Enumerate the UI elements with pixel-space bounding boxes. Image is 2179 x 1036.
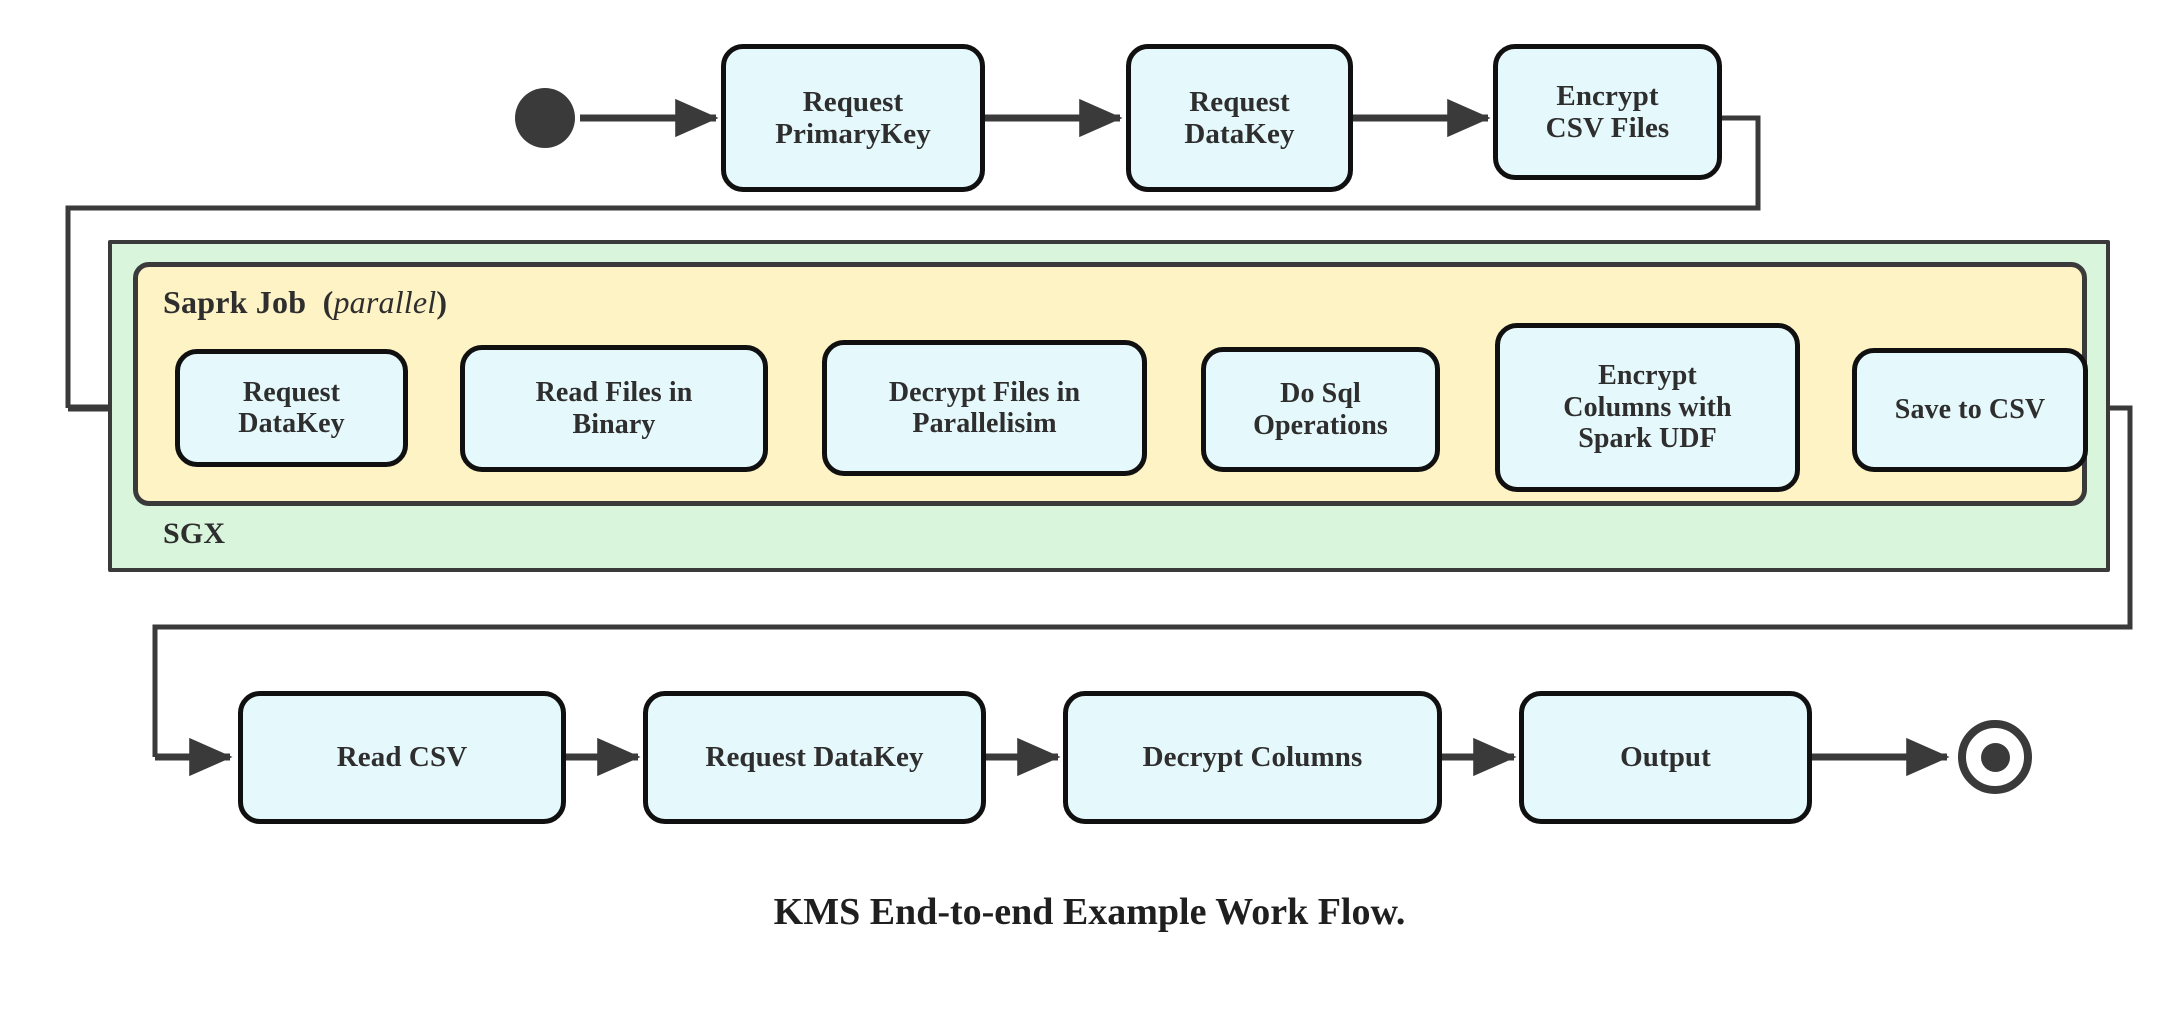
node-do-sql-operations-line-1: Do Sql — [1280, 378, 1361, 410]
node-output-line-1: Output — [1620, 741, 1711, 774]
node-read-csv-line-1: Read CSV — [336, 741, 468, 774]
region-spark-job-qualifier: parallel — [333, 284, 437, 320]
node-request-datakey-top[interactable]: Request DataKey — [1126, 44, 1353, 192]
node-decrypt-files-in-parallelisim-line-1: Decrypt Files in — [888, 376, 1081, 408]
region-spark-job-paren-open: ( — [322, 284, 334, 320]
node-request-primarykey[interactable]: Request PrimaryKey — [721, 44, 985, 192]
node-read-files-in-binary-line-2: Binary — [572, 408, 656, 440]
node-request-datakey-spark-line-1: Request — [242, 376, 341, 408]
node-save-to-csv[interactable]: Save to CSV — [1852, 348, 2088, 472]
node-request-datakey-bottom[interactable]: Request DataKey — [643, 691, 986, 824]
node-request-primarykey-line-1: Request — [802, 85, 904, 118]
node-read-files-in-binary-line-1: Read Files in — [535, 377, 693, 409]
node-request-datakey-top-line-2: DataKey — [1184, 118, 1295, 150]
node-decrypt-columns[interactable]: Decrypt Columns — [1063, 691, 1442, 824]
node-encrypt-columns-with-spark-udf-line-2: Columns with — [1563, 391, 1732, 423]
diagram-caption: KMS End-to-end Example Work Flow. — [773, 891, 1406, 933]
node-request-datakey-spark[interactable]: Request DataKey — [175, 349, 408, 467]
region-spark-job-paren-close: ) — [436, 284, 448, 320]
node-do-sql-operations-line-2: Operations — [1253, 409, 1388, 441]
node-save-to-csv-line-1: Save to CSV — [1894, 394, 2046, 426]
node-request-datakey-spark-line-2: DataKey — [238, 408, 345, 439]
node-encrypt-csv-files-line-1: Encrypt — [1556, 79, 1659, 112]
region-spark-job-label: Saprk Job (parallel) — [163, 284, 447, 321]
node-output[interactable]: Output — [1519, 691, 1812, 824]
node-read-csv[interactable]: Read CSV — [238, 691, 566, 824]
node-encrypt-csv-files-line-2: CSV Files — [1545, 112, 1670, 144]
region-sgx-label: SGX — [163, 517, 226, 550]
node-encrypt-columns-with-spark-udf-line-3: Spark UDF — [1578, 423, 1717, 455]
region-spark-job-title: Saprk Job — [163, 284, 307, 320]
end-node — [1958, 720, 2032, 794]
node-request-datakey-bottom-line-1: Request DataKey — [705, 741, 924, 774]
node-do-sql-operations[interactable]: Do Sql Operations — [1201, 347, 1440, 472]
node-decrypt-files-in-parallelisim-line-2: Parallelisim — [912, 408, 1057, 439]
node-encrypt-columns-with-spark-udf[interactable]: Encrypt Columns with Spark UDF — [1495, 323, 1800, 492]
node-encrypt-csv-files[interactable]: Encrypt CSV Files — [1493, 44, 1722, 180]
node-request-primarykey-line-2: PrimaryKey — [775, 118, 931, 150]
node-read-files-in-binary[interactable]: Read Files in Binary — [460, 345, 768, 472]
node-request-datakey-top-line-1: Request — [1189, 85, 1290, 118]
node-decrypt-columns-line-1: Decrypt Columns — [1142, 741, 1363, 774]
end-node-inner-dot — [1980, 742, 2010, 772]
start-node — [515, 88, 575, 148]
node-decrypt-files-in-parallelisim[interactable]: Decrypt Files in Parallelisim — [822, 340, 1147, 476]
node-encrypt-columns-with-spark-udf-line-1: Encrypt — [1598, 360, 1697, 392]
